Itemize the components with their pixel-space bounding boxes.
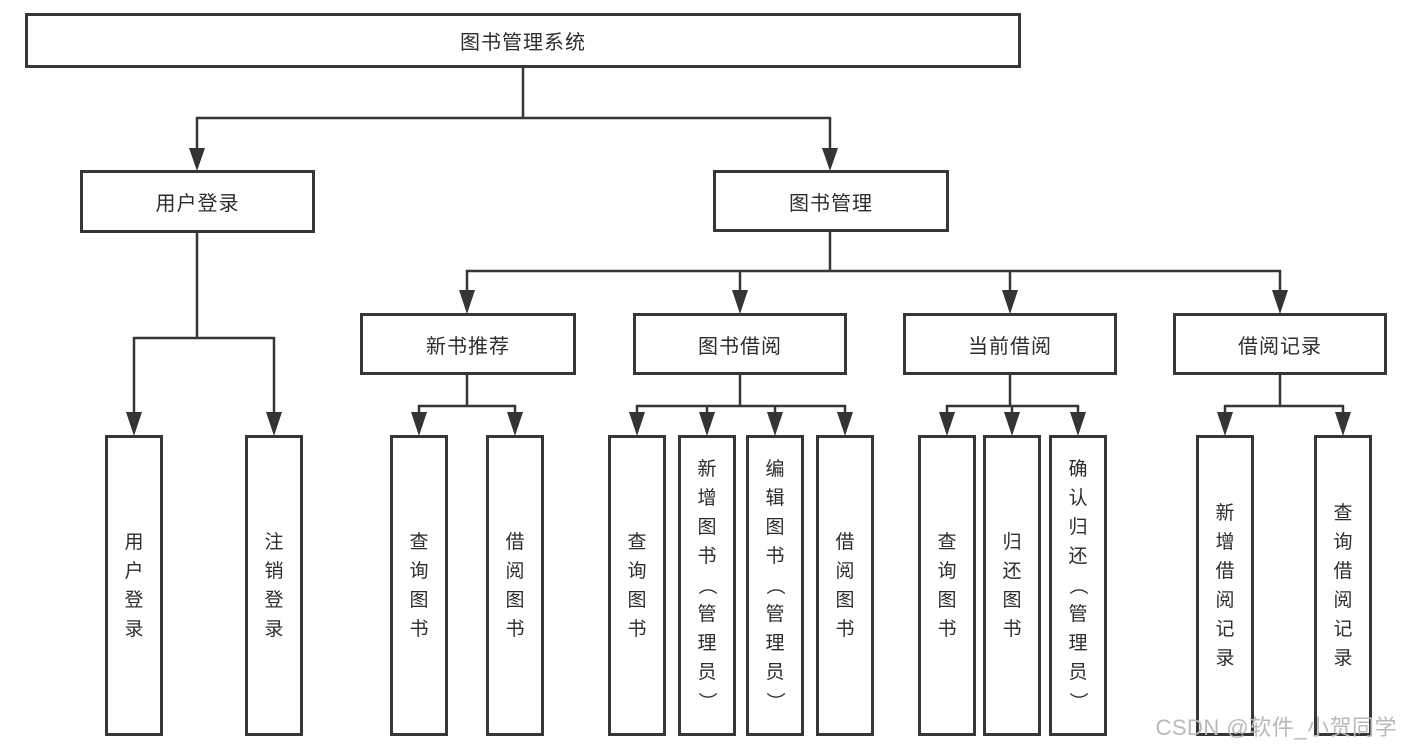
csdn-watermark: CSDN @软件_小贺同学 [1155, 715, 1397, 740]
leaf-add-book-admin: 新增图书（管理员） [678, 435, 736, 736]
connector-book-management [459, 232, 1288, 314]
leaf-return-book: 归还图书 [983, 435, 1041, 736]
leaf-confirm-return-admin: 确认归还（管理员） [1049, 435, 1107, 736]
leaf-user-login: 用户登录 [105, 435, 163, 736]
connector-user-login [126, 233, 282, 436]
node-book-management: 图书管理 [713, 170, 949, 232]
node-label: 用户登录 [155, 193, 240, 215]
leaf-borrow-books-1: 借阅图书 [486, 435, 544, 736]
connector-book-borrow [629, 375, 853, 436]
connector-borrow-record [1217, 375, 1351, 436]
leaf-query-borrow-record: 查询借阅记录 [1314, 435, 1372, 736]
node-label: 借阅记录 [1238, 335, 1322, 358]
node-label: 图书管理系统 [460, 32, 586, 54]
node-borrow-record: 借阅记录 [1173, 313, 1387, 375]
node-new-book-recommend: 新书推荐 [360, 313, 576, 375]
leaf-query-books-1: 查询图书 [390, 435, 448, 736]
node-label: 新书推荐 [426, 335, 510, 358]
leaf-logout: 注销登录 [245, 435, 303, 736]
leaf-query-books-3: 查询图书 [918, 435, 976, 736]
leaf-borrow-books-2: 借阅图书 [816, 435, 874, 736]
node-current-borrow: 当前借阅 [903, 313, 1117, 375]
connector-new-book [411, 375, 523, 436]
node-user-login: 用户登录 [80, 170, 315, 233]
leaf-query-books-2: 查询图书 [608, 435, 666, 736]
leaf-add-borrow-record: 新增借阅记录 [1196, 435, 1254, 736]
node-label: 图书管理 [789, 192, 873, 215]
node-label: 图书借阅 [698, 335, 782, 358]
connector-root [189, 68, 838, 171]
leaf-edit-book-admin: 编辑图书（管理员） [746, 435, 804, 736]
node-book-borrow: 图书借阅 [633, 313, 847, 375]
connector-current-borrow [939, 375, 1086, 436]
node-library-management-system: 图书管理系统 [25, 13, 1021, 68]
node-label: 当前借阅 [968, 335, 1052, 358]
